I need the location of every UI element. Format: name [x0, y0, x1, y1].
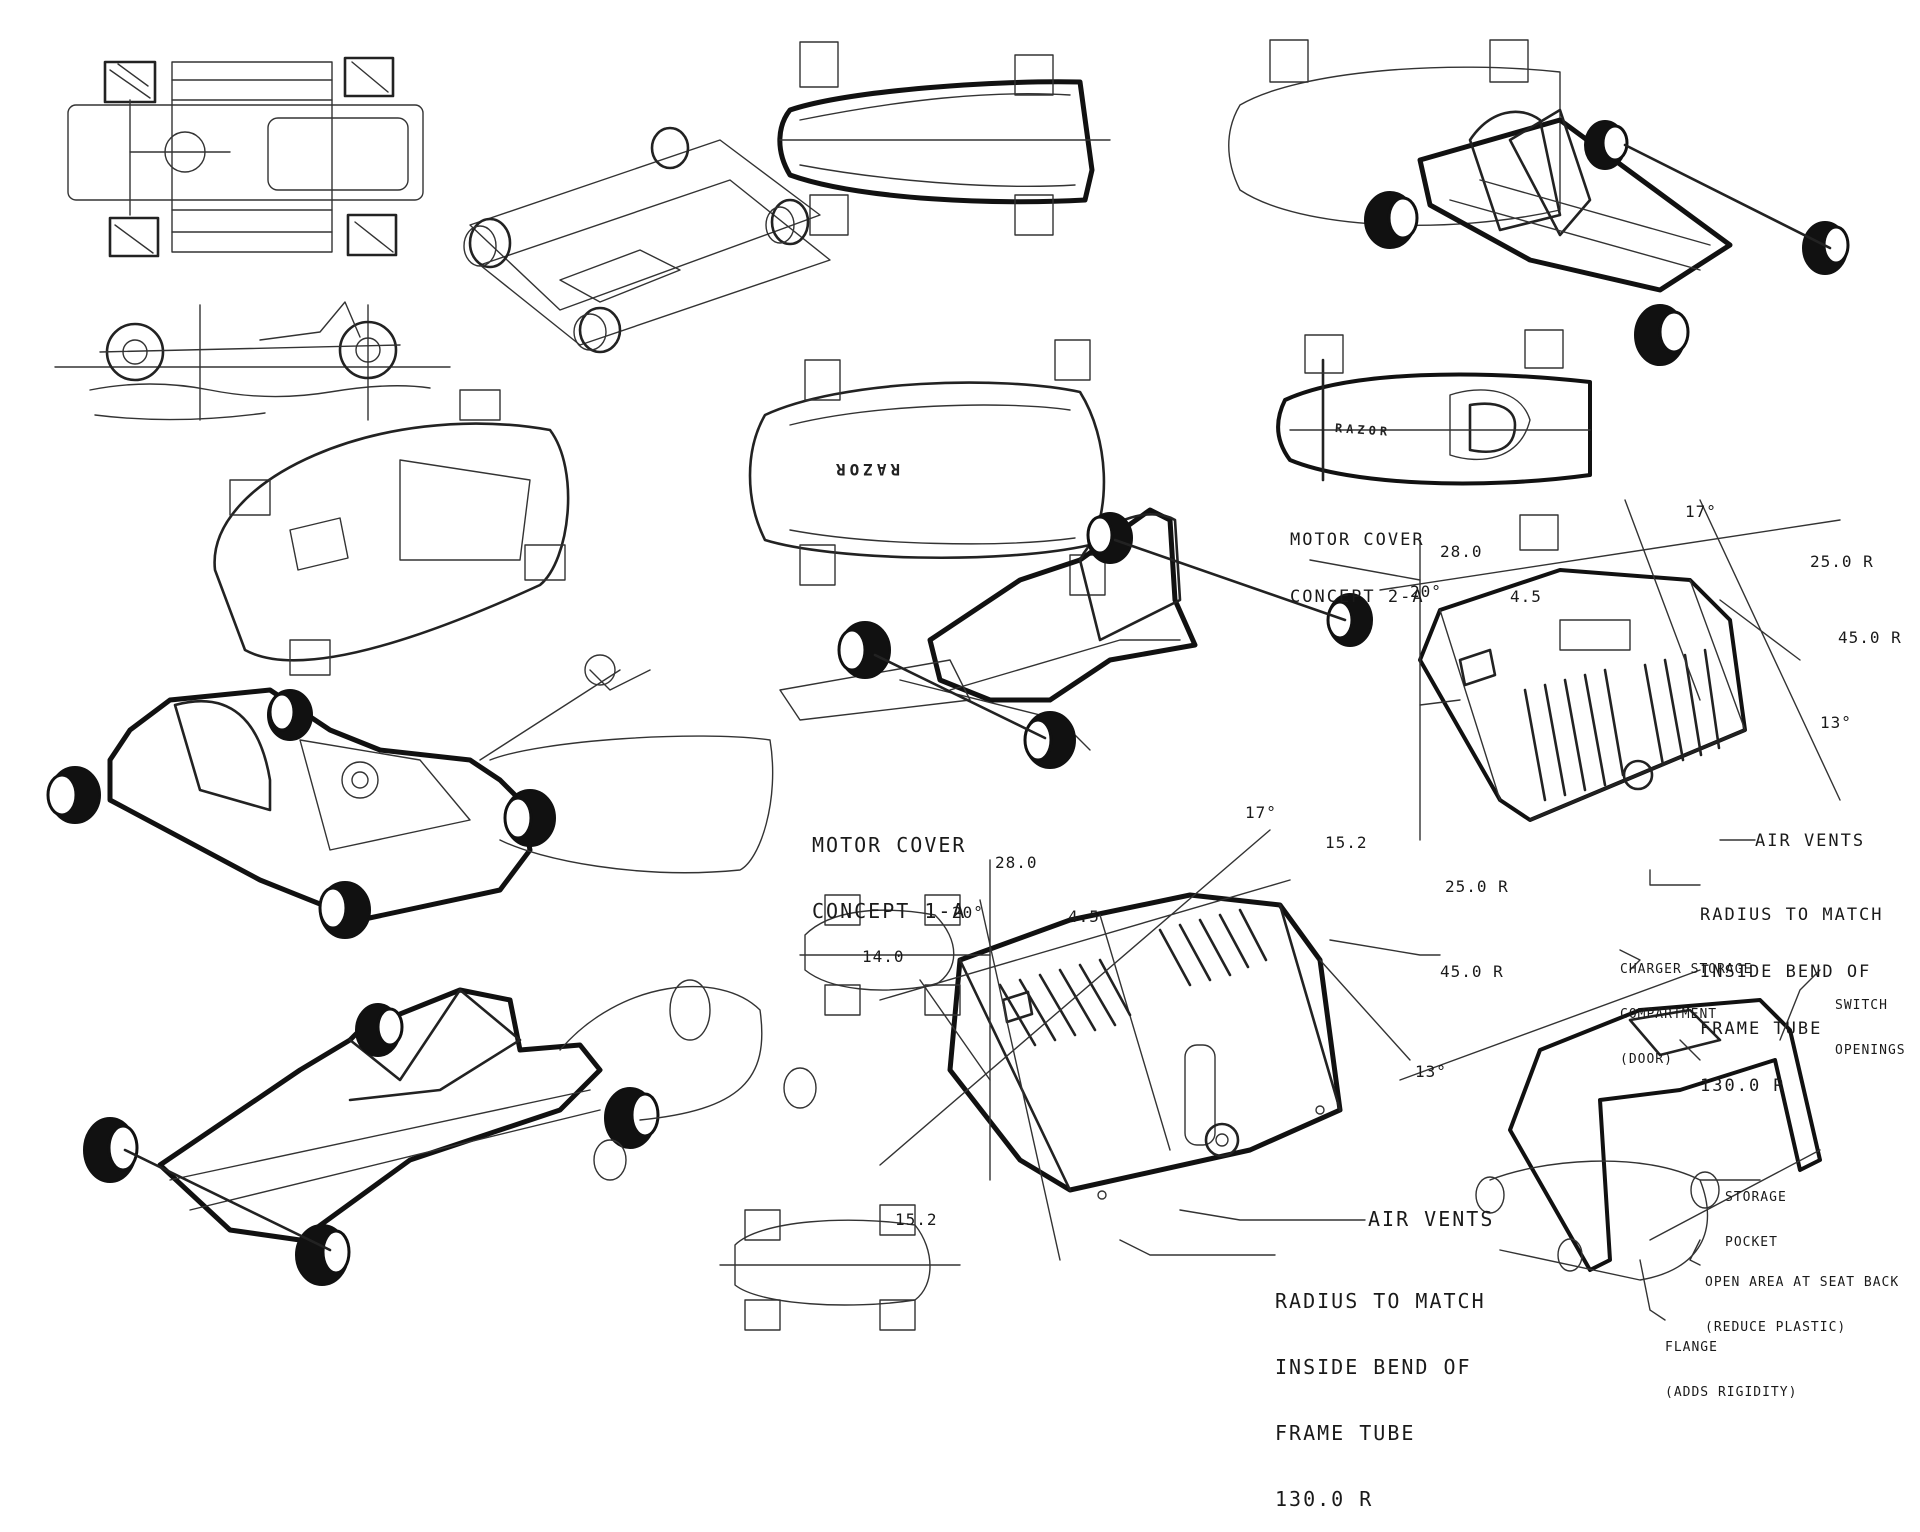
- charger-storage-line-3: (DOOR): [1620, 1052, 1673, 1067]
- seat-back-cover-concept: [1399, 969, 1822, 1281]
- dim-lower-13: 13°: [1415, 1062, 1447, 1081]
- radius-note-lower: RADIUS TO MATCH INSIDE BEND OF FRAME TUB…: [1275, 1246, 1486, 1532]
- motor-cover-2a-line-1: MOTOR COVER: [1290, 530, 1425, 550]
- motor-cover-1a-label: MOTOR COVER CONCEPT 1-A: [812, 790, 966, 944]
- dim-lower-15-2: 15.2: [1325, 833, 1368, 852]
- charger-storage-label: CHARGER STORAGE COMPARTMENT (DOOR): [1620, 932, 1752, 1082]
- storage-pocket-label: STORAGE POCKET: [1725, 1160, 1787, 1265]
- kart-top-right: [1228, 39, 1850, 366]
- storage-pocket-line-1: STORAGE: [1725, 1190, 1787, 1205]
- kart-center: [779, 507, 1373, 769]
- dim-upper-28: 28.0: [1440, 542, 1483, 561]
- kart-lower-left: [83, 979, 817, 1286]
- kart-side-view: [54, 301, 451, 421]
- dim-upper-4-5: 4.5: [1510, 587, 1542, 606]
- charger-storage-line-2: COMPARTMENT: [1620, 1007, 1718, 1022]
- small-plan-view-b: [719, 1204, 961, 1331]
- dim-lower-45: 45.0 R: [1440, 962, 1504, 981]
- radius-lower-line-3: FRAME TUBE: [1275, 1421, 1416, 1445]
- radius-note-upper: RADIUS TO MATCH INSIDE BEND OF FRAME TUB…: [1700, 868, 1884, 1115]
- sketch-sheet: MOTOR COVER CONCEPT 2-A MOTOR COVER CONC…: [46, 39, 1906, 1510]
- motor-cover-2a-label: MOTOR COVER CONCEPT 2-A: [1290, 493, 1425, 626]
- air-vents-lower-grille: [998, 908, 1268, 1047]
- switch-openings-line-1: SWITCH: [1835, 998, 1888, 1013]
- dim-lower-4-5: 4.5: [1068, 907, 1100, 926]
- charger-storage-line-1: CHARGER STORAGE: [1620, 962, 1753, 977]
- flange-line-2: (ADDS RIGIDITY): [1665, 1385, 1798, 1400]
- dim-lower-15-2-b: 15.2: [895, 1210, 938, 1229]
- logo-text-cover: RAZOR: [832, 460, 901, 479]
- radius-upper-line-2: INSIDE BEND OF: [1700, 962, 1872, 982]
- kart-mid-left: [46, 654, 774, 939]
- radius-upper-line-4: 130.0 R: [1700, 1076, 1786, 1096]
- motor-cover-1a-line-1: MOTOR COVER: [812, 833, 967, 857]
- dim-upper-20: 20°: [1410, 582, 1442, 601]
- flange-line-1: FLANGE: [1665, 1340, 1718, 1355]
- switch-openings-label: SWITCH OPENINGS: [1835, 968, 1906, 1073]
- dim-lower-25: 25.0 R: [1445, 877, 1509, 896]
- open-area-label: OPEN AREA AT SEAT BACK (REDUCE PLASTIC): [1705, 1245, 1899, 1350]
- motor-cover-2a-plan: [1276, 329, 1592, 551]
- open-area-line-2: (REDUCE PLASTIC): [1705, 1320, 1847, 1335]
- dim-lower-14: 14.0: [862, 947, 905, 966]
- motor-cover-plan-center: [748, 339, 1106, 596]
- motor-cover-concept-lower: [879, 829, 1411, 1261]
- sketch-drawing: [46, 39, 1850, 1331]
- dim-lower-17: 17°: [1245, 803, 1277, 822]
- radius-lower-line-1: RADIUS TO MATCH: [1275, 1289, 1486, 1313]
- motor-cover-2a-line-2: CONCEPT 2-A: [1290, 587, 1425, 607]
- motor-cover-1a-line-2: CONCEPT 1-A: [812, 899, 967, 923]
- radius-lower-line-4: 130.0 R: [1275, 1487, 1374, 1511]
- open-area-line-1: OPEN AREA AT SEAT BACK: [1705, 1275, 1900, 1290]
- storage-pocket-line-2: POCKET: [1725, 1235, 1778, 1250]
- dim-lower-28: 28.0: [995, 853, 1038, 872]
- flange-label: FLANGE (ADDS RIGIDITY): [1665, 1310, 1797, 1415]
- kart-frame-perspective-top: [463, 126, 831, 354]
- kart-top-plan-view: [67, 56, 424, 258]
- motor-cover-concept-upper: [1309, 499, 1841, 841]
- dim-upper-13: 13°: [1820, 713, 1852, 732]
- air-vents-upper-grille: [1523, 648, 1721, 802]
- leader-lines: [1119, 699, 1821, 1321]
- air-vents-lower-label: AIR VENTS: [1368, 1207, 1495, 1231]
- motor-cover-plan-top: [777, 41, 1111, 236]
- small-plan-view-a: [799, 894, 991, 1016]
- switch-openings-line-2: OPENINGS: [1835, 1043, 1906, 1058]
- dim-upper-17: 17°: [1685, 502, 1717, 521]
- motor-cover-plan-left: [213, 389, 570, 676]
- radius-upper-line-1: RADIUS TO MATCH: [1700, 905, 1884, 925]
- air-vents-upper-label: AIR VENTS: [1755, 831, 1866, 851]
- dim-upper-25: 25.0 R: [1810, 552, 1874, 571]
- radius-lower-line-2: INSIDE BEND OF: [1275, 1355, 1472, 1379]
- dim-lower-20: 20°: [952, 903, 984, 922]
- radius-upper-line-3: FRAME TUBE: [1700, 1019, 1823, 1039]
- dim-upper-45: 45.0 R: [1838, 628, 1902, 647]
